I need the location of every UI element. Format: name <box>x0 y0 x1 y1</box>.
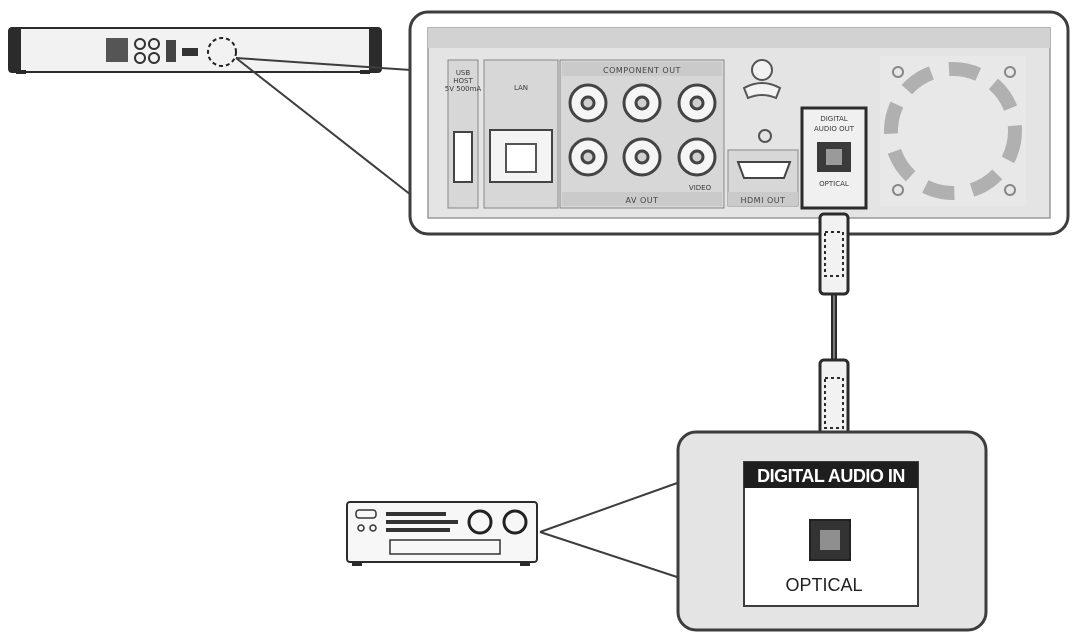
digital-audio-in-label: DIGITAL AUDIO IN <box>757 466 905 486</box>
player-optical-label: OPTICAL <box>819 180 849 188</box>
optical-plug-top <box>818 212 850 296</box>
hdmi-out-label: HDMI OUT <box>740 196 785 205</box>
receiver-optical-label: OPTICAL <box>785 575 862 595</box>
lan-label: LAN <box>514 84 528 92</box>
digital-audio-out-label-1: DIGITAL <box>820 115 847 123</box>
av-receiver <box>346 501 538 566</box>
component-av-section: COMPONENT OUT VIDEO AV OUT <box>559 59 725 209</box>
component-out-label: COMPONENT OUT <box>603 66 681 75</box>
zoom-lines-receiver <box>539 481 681 579</box>
fan-grille-icon <box>880 56 1026 206</box>
blu-ray-player <box>8 27 382 74</box>
av-out-label: AV OUT <box>625 196 658 205</box>
hdmi-port: HDMI OUT <box>727 129 799 207</box>
optical-in-jack <box>809 519 851 561</box>
misc-connector-icon <box>742 59 782 100</box>
digital-audio-out-port: DIGITAL AUDIO OUT OPTICAL <box>800 106 868 210</box>
video-label: VIDEO <box>689 184 712 192</box>
component-jacks <box>568 83 717 177</box>
digital-audio-out-label-2: AUDIO OUT <box>814 125 855 133</box>
optical-cable <box>818 212 850 460</box>
zoom-lines-player <box>235 57 412 196</box>
receiver-panel: DIGITAL AUDIO IN OPTICAL <box>676 430 988 632</box>
lan-port: LAN <box>483 59 559 209</box>
